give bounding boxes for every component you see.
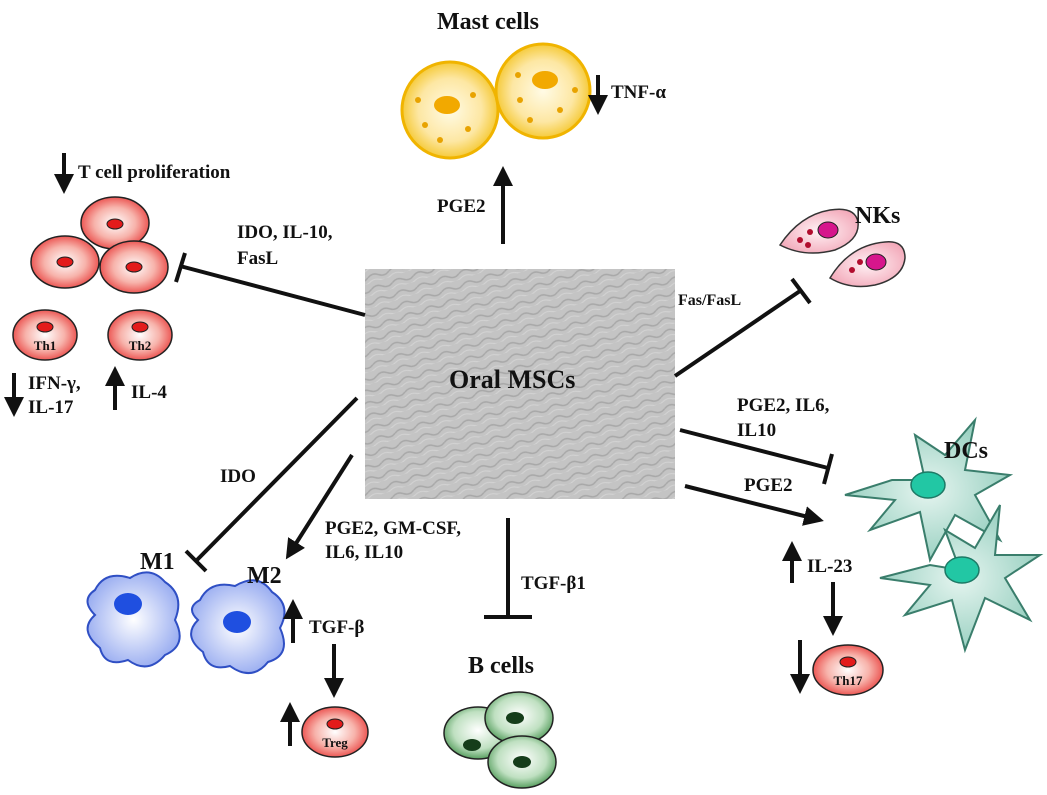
t-cell — [30, 235, 100, 289]
b-cell — [484, 691, 554, 745]
m2-macrophage — [190, 579, 286, 674]
dendritic-cell — [844, 416, 1014, 563]
arrow-to-dcs — [684, 484, 824, 526]
il4-label: IL-4 — [131, 382, 167, 403]
t-prolif-label: T cell proliferation — [78, 162, 231, 183]
tgf-label: TGF-β — [309, 617, 365, 638]
il23-label: IL-23 — [807, 556, 853, 577]
inhibit-b-cells — [484, 518, 532, 619]
dcs-label: DCs — [944, 438, 989, 464]
dc-inhibit-mediator-line2: IL10 — [737, 420, 777, 441]
t-cell-mediator-line2: FasL — [237, 248, 279, 269]
th17-label: Th17 — [833, 673, 863, 688]
th1-label: Th1 — [33, 338, 57, 353]
m1-macrophage — [86, 571, 181, 668]
dc-inhibit-mediator-line1: PGE2, IL6, — [737, 395, 830, 416]
oral-msc-micrograph — [365, 269, 675, 499]
m2-mediator-line2: IL6, IL10 — [325, 542, 404, 563]
treg-label: Treg — [322, 735, 348, 750]
mast-cell — [400, 60, 500, 160]
inhibit-t-cells — [174, 252, 366, 317]
tnf-label: TNF-α — [611, 82, 666, 103]
treg-cell — [301, 706, 369, 758]
mast-cell — [494, 42, 592, 140]
nk-cell — [828, 241, 906, 288]
th1-cell — [12, 309, 78, 361]
m2-label: M2 — [247, 563, 282, 589]
inhibit-dcs — [679, 428, 834, 485]
inhibit-nks — [673, 277, 812, 378]
m1-mediator: IDO — [220, 466, 256, 487]
ifn-label-line1: IFN-γ, — [28, 373, 81, 394]
inhibit-m1 — [184, 396, 359, 573]
dendritic-cell — [879, 504, 1044, 654]
nk-cell — [778, 208, 859, 254]
nk-mediator: Fas/FasL — [678, 292, 742, 309]
th2-cell — [107, 309, 173, 361]
mast-mediator: PGE2 — [437, 196, 486, 217]
b-cells-label: B cells — [468, 653, 534, 679]
th17-cell — [812, 644, 884, 696]
arrow-to-m2 — [285, 453, 354, 560]
dc-promote-mediator: PGE2 — [744, 475, 793, 496]
b-cell — [487, 735, 557, 789]
ifn-label-line2: IL-17 — [28, 397, 74, 418]
th2-label: Th2 — [128, 338, 152, 353]
nks-label: NKs — [855, 203, 901, 229]
mast-cells-label: Mast cells — [437, 9, 539, 35]
b-cell-mediator: TGF-β1 — [521, 573, 586, 594]
center-label: Oral MSCs — [449, 365, 576, 394]
m1-label: M1 — [140, 549, 175, 575]
m2-mediator-line1: PGE2, GM-CSF, — [325, 518, 461, 539]
t-cell-mediator-line1: IDO, IL-10, — [237, 222, 333, 243]
t-cell — [99, 240, 169, 294]
